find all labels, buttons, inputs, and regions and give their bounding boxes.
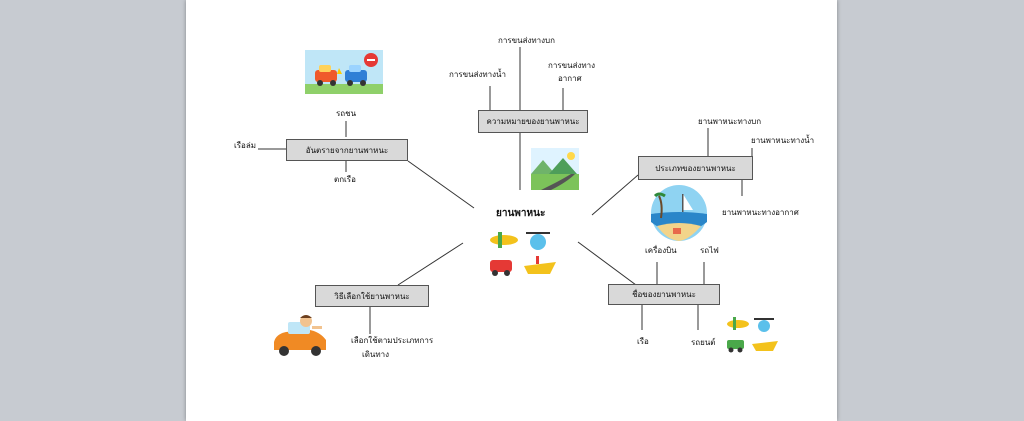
names-plane-label: เครื่องบิน [645, 246, 677, 255]
driver-car-image [270, 312, 330, 358]
meaning-box: ความหมายของยานพาหนะ [478, 110, 588, 133]
car-crash-image [305, 50, 383, 94]
meaning-land-label: การขนส่งทางบก [498, 36, 555, 45]
road-landscape-image [531, 148, 579, 190]
danger-box: อันตรายจากยานพาหนะ [286, 139, 408, 161]
danger-fall-boat-label: ตกเรือ [334, 175, 356, 184]
names-train-label: รถไฟ [700, 246, 719, 255]
choose-label-line1: เลือกใช้ตามประเภทการ [351, 336, 434, 345]
meaning-air-label-line1: การขนส่งทาง [548, 61, 596, 70]
document-page: การขนส่งทางบก การขนส่งทางน้ำ การขนส่งทาง… [186, 0, 837, 421]
types-land-label: ยานพาหนะทางบก [698, 117, 762, 126]
names-car-label: รถยนต์ [691, 338, 716, 347]
connector-lines [258, 47, 753, 334]
types-water-label: ยานพาหนะทางน้ำ [751, 136, 815, 145]
names-box: ชื่อของยานพาหนะ [608, 284, 720, 305]
types-air-label: ยานพาหนะทางอากาศ [722, 208, 799, 217]
meaning-air-label-line2: อากาศ [558, 74, 582, 83]
choose-label-line2: เดินทาง [362, 350, 390, 359]
meaning-water-label: การขนส่งทางน้ำ [449, 70, 506, 79]
types-box: ประเภทของยานพาหนะ [638, 156, 753, 180]
names-boat-label: เรือ [637, 337, 649, 346]
danger-boat-sink-label: เรือล่ม [234, 141, 257, 150]
danger-car-crash-label: รถชน [336, 109, 357, 118]
center-topic: ยานพาหนะ [496, 208, 546, 219]
vehicles-cluster-small-image [724, 314, 780, 354]
choose-box: วิธีเลือกใช้ยานพาหนะ [315, 285, 429, 307]
vehicles-cluster-center-image [486, 228, 560, 278]
beach-image [649, 184, 709, 242]
